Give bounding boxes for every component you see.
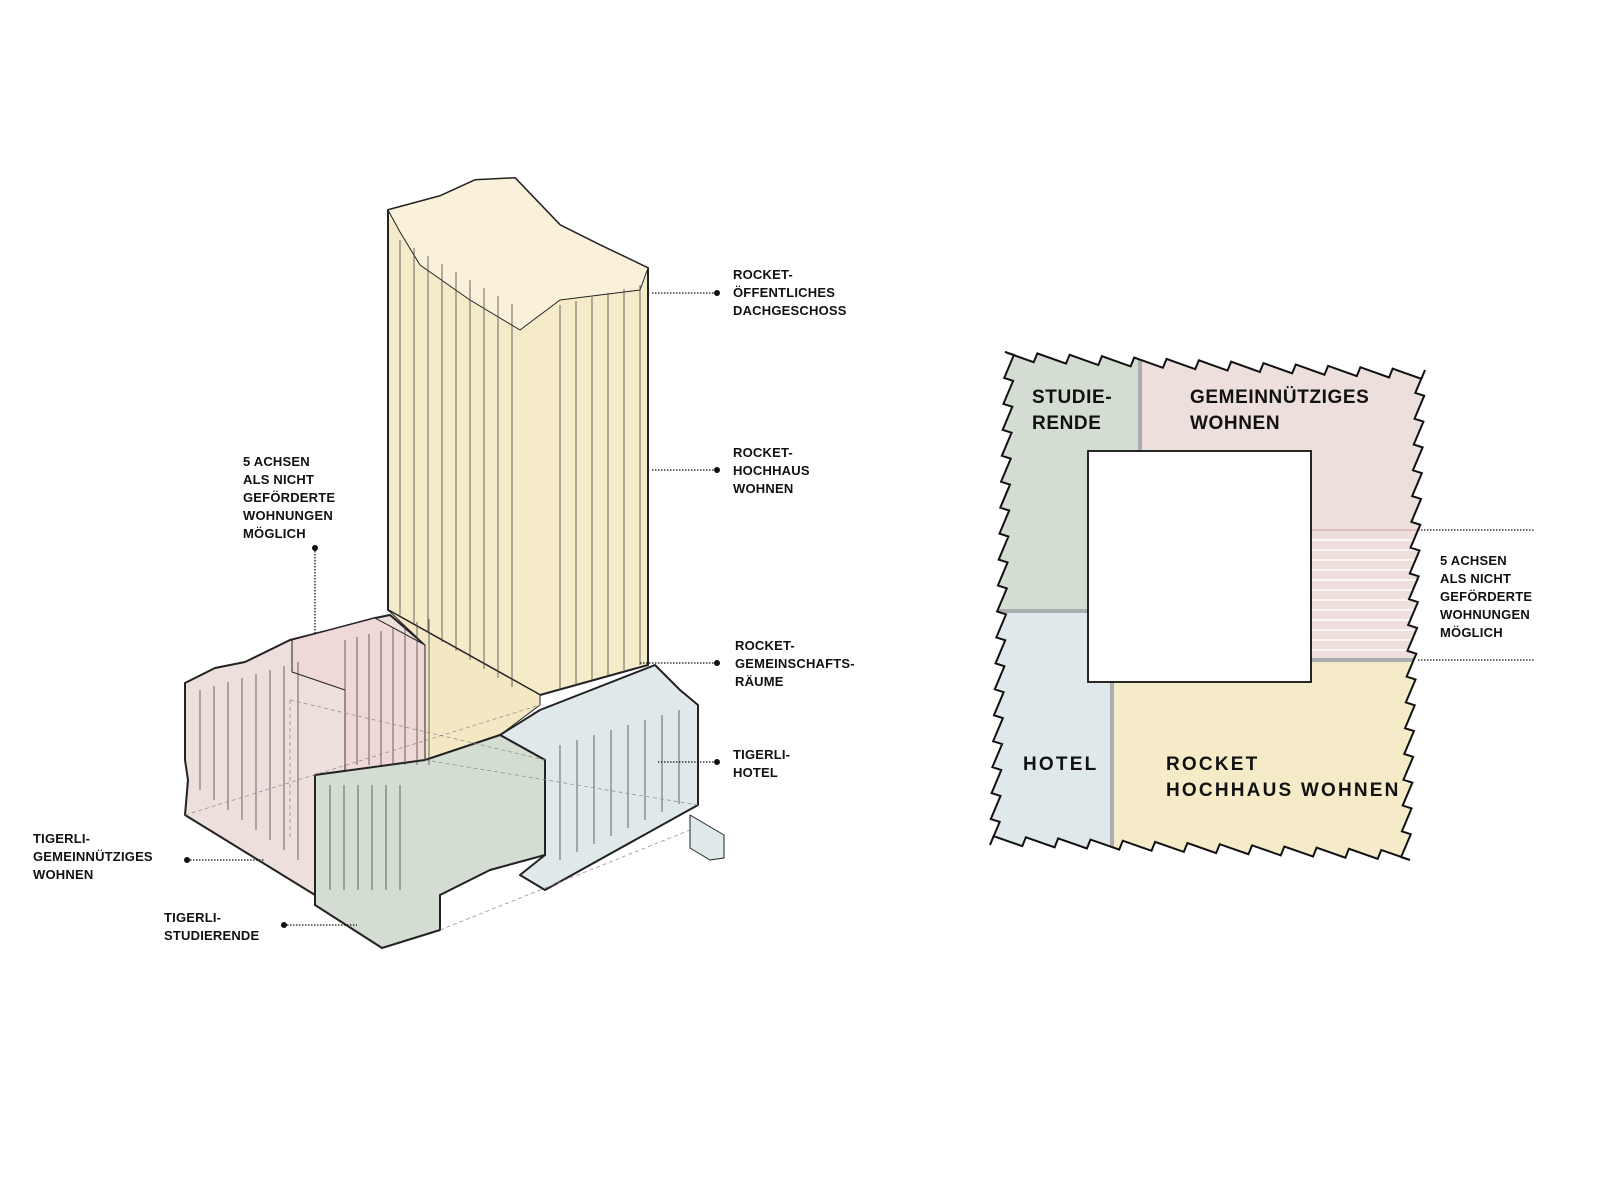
label-line: STUDIERENDE xyxy=(164,928,260,943)
label-line: ALS NICHT xyxy=(243,472,315,487)
plan-label-achsen: 5 ACHSEN ALS NICHT GEFÖRDERTE WOHNUNGEN … xyxy=(1440,552,1532,642)
label-line: TIGERLI- xyxy=(733,747,791,762)
label-line: DACHGESCHOSS xyxy=(733,303,847,318)
label-line: ÖFFENTLICHES xyxy=(733,285,836,300)
courtyard xyxy=(1087,450,1312,683)
label-line: TIGERLI- xyxy=(33,831,91,846)
label-line: TIGERLI- xyxy=(164,910,222,925)
label-line: RÄUME xyxy=(735,674,784,689)
label-line: WOHNEN xyxy=(1190,413,1281,434)
label-line: HOCHHAUS xyxy=(733,463,810,478)
leader-dots xyxy=(184,290,720,928)
label-line: ROCKET- xyxy=(733,445,793,460)
label-tigerli-studierende: TIGERLI- STUDIERENDE xyxy=(164,909,259,945)
plan-outline xyxy=(989,351,1426,861)
plan-leader-lines xyxy=(1418,529,1535,661)
label-line: HOTEL xyxy=(733,765,779,780)
label-line: WOHNUNGEN xyxy=(1440,607,1530,622)
label-line: GEMEINNÜTZIGES xyxy=(1190,387,1370,408)
label-line: STUDIE- xyxy=(1032,387,1113,408)
plan-label-gemeinnuetzig: GEMEINNÜTZIGES WOHNEN xyxy=(1190,385,1369,437)
label-line: WOHNEN xyxy=(33,867,94,882)
label-achsen-axo: 5 ACHSEN ALS NICHT GEFÖRDERTE WOHNUNGEN … xyxy=(243,453,335,543)
label-tigerli-gemeinnuetzig: TIGERLI- GEMEINNÜTZIGES WOHNEN xyxy=(33,830,153,884)
label-line: MÖGLICH xyxy=(243,526,306,541)
plan-label-rocket: ROCKET HOCHHAUS WOHNEN xyxy=(1166,752,1401,804)
label-line: GEFÖRDERTE xyxy=(243,490,336,505)
leader-lines xyxy=(187,292,717,926)
label-line: 5 ACHSEN xyxy=(1440,553,1507,568)
label-rocket-gemeinschaftsraeume: ROCKET- GEMEINSCHAFTS- RÄUME xyxy=(735,637,855,691)
plan-label-studierende: STUDIE- RENDE xyxy=(1032,385,1112,437)
label-line: ROCKET xyxy=(1166,754,1260,775)
facade-fins xyxy=(199,240,680,890)
label-tigerli-hotel: TIGERLI- HOTEL xyxy=(733,746,790,782)
label-rocket-hochhaus: ROCKET- HOCHHAUS WOHNEN xyxy=(733,444,810,498)
label-line: MÖGLICH xyxy=(1440,625,1503,640)
label-line: GEFÖRDERTE xyxy=(1440,589,1533,604)
label-line: ROCKET- xyxy=(735,638,795,653)
label-line: WOHNEN xyxy=(733,481,794,496)
zone-rocket xyxy=(1112,660,1425,860)
plan-label-hotel: HOTEL xyxy=(1023,752,1098,778)
label-line: WOHNUNGEN xyxy=(243,508,333,523)
hidden-lines xyxy=(184,699,699,931)
label-line: ALS NICHT xyxy=(1440,571,1512,586)
label-line: 5 ACHSEN xyxy=(243,454,310,469)
label-line: GEMEINSCHAFTS- xyxy=(735,656,855,671)
label-line: HOCHHAUS WOHNEN xyxy=(1166,780,1401,801)
label-line: GEMEINNÜTZIGES xyxy=(33,849,153,864)
hotel-tube xyxy=(689,814,725,861)
label-line: HOTEL xyxy=(1023,754,1099,775)
label-line: RENDE xyxy=(1032,413,1102,434)
label-rocket-dachgeschoss: ROCKET- ÖFFENTLICHES DACHGESCHOSS xyxy=(733,266,847,320)
label-line: ROCKET- xyxy=(733,267,793,282)
